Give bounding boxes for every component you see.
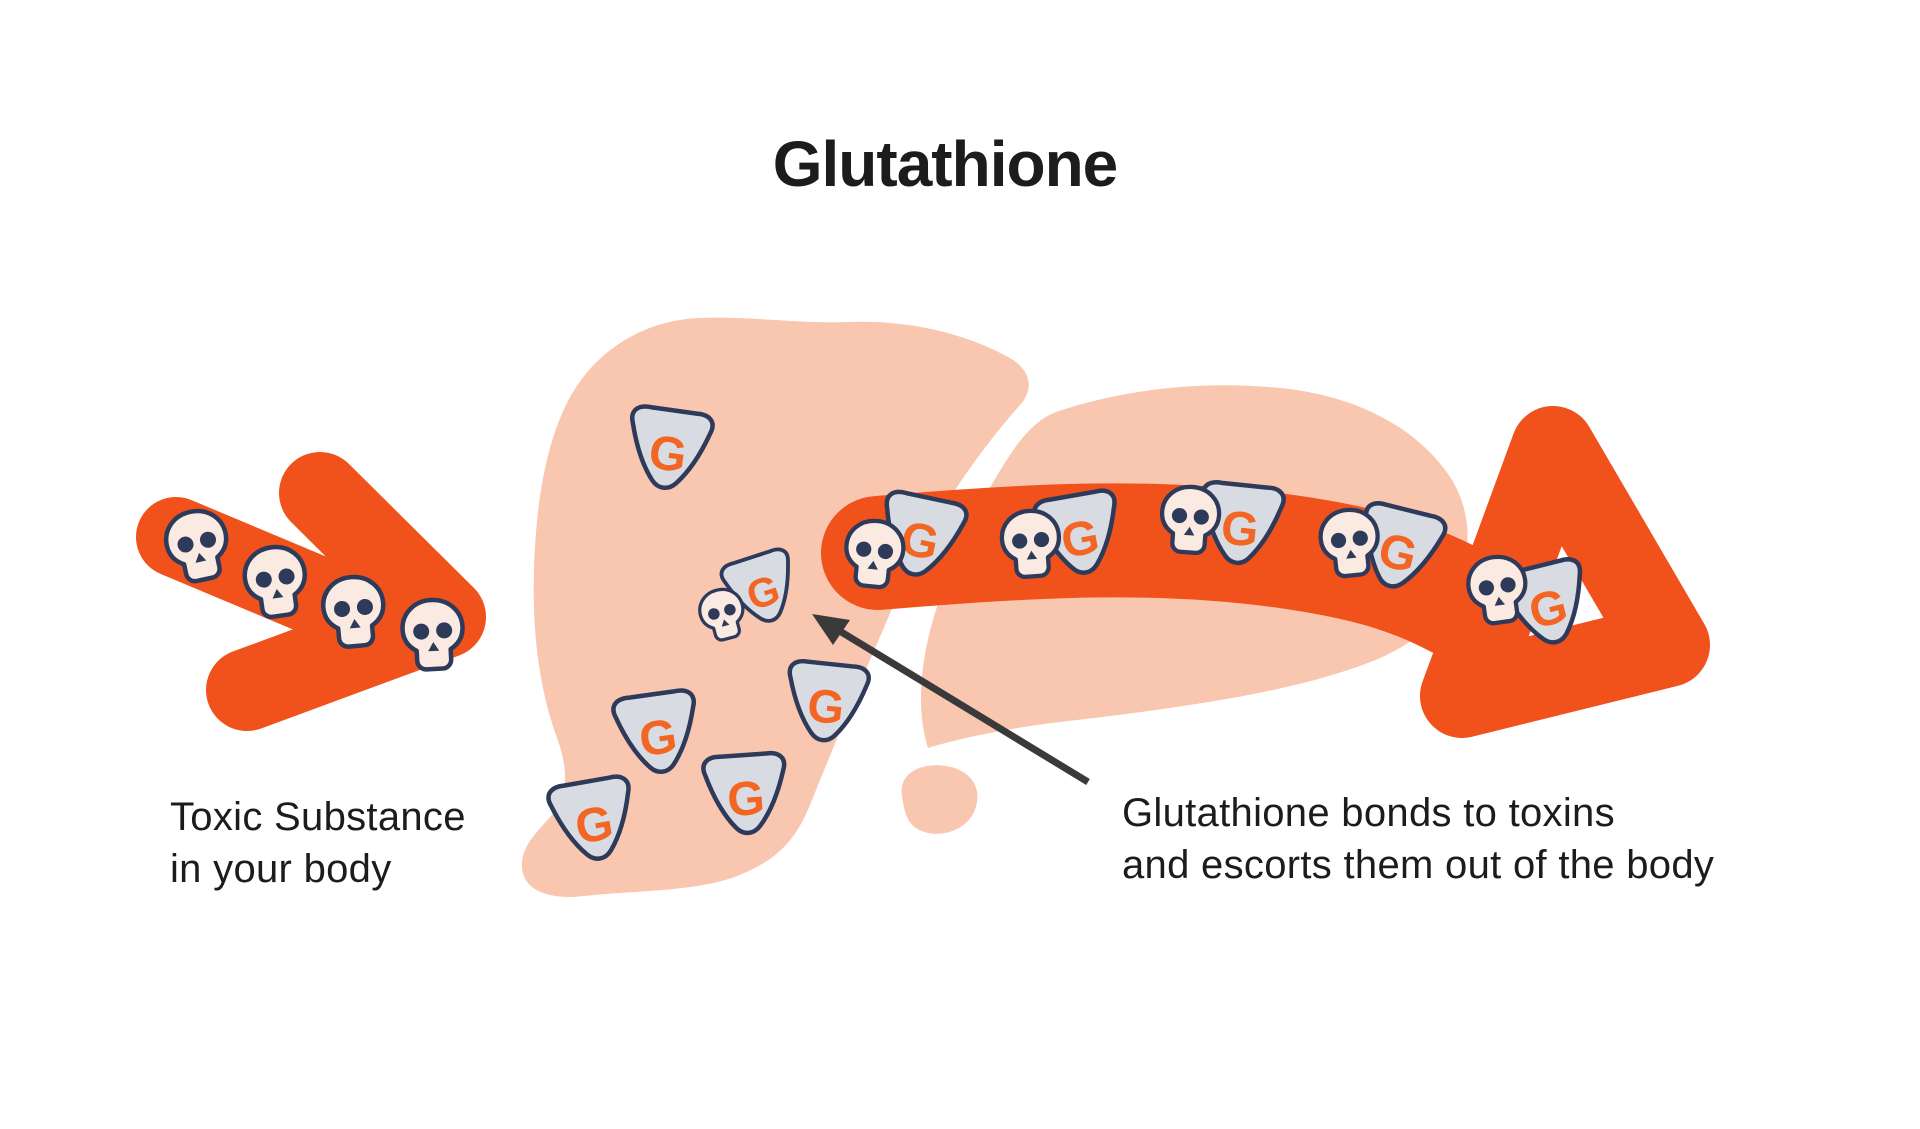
glutathione-bonds-label: Glutathione bonds to toxins and escorts … xyxy=(1122,791,1714,887)
page-title: Glutathione xyxy=(773,128,1118,200)
gallbladder-lobe xyxy=(901,765,978,834)
detox-band-arrow xyxy=(821,406,1710,738)
annotation-arrow xyxy=(812,614,1090,785)
annotation-arrow-shaft xyxy=(836,627,1090,785)
glutathione-bonds-label-line1: Glutathione bonds to toxins xyxy=(1122,791,1615,835)
toxic-substance-label-line1: Toxic Substance xyxy=(170,795,466,839)
annotation-arrow-head-icon xyxy=(812,614,850,645)
toxin-entry-arrow xyxy=(136,452,486,731)
toxic-substance-label: Toxic Substance in your body xyxy=(170,795,466,891)
glutathione-bonds-label-line2: and escorts them out of the body xyxy=(1122,843,1714,887)
toxic-substance-label-line2: in your body xyxy=(170,847,392,891)
